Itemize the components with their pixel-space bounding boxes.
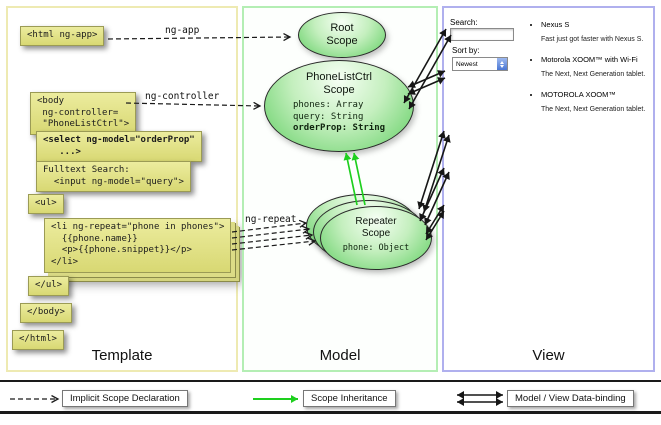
legend-scope-inheritance: Scope Inheritance — [303, 390, 396, 407]
ng-repeat-label: ng-repeat — [245, 214, 297, 225]
template-column-label: Template — [91, 347, 153, 364]
legend-data-binding: Model / View Data-binding — [507, 390, 634, 407]
phonelistctrl-scope-props: phones: Array query: String orderProp: S… — [293, 100, 385, 135]
model-column: Root Scope PhoneListCtrl Scope phones: A… — [242, 6, 438, 372]
search-input[interactable] — [450, 28, 514, 41]
legend-divider-top — [0, 380, 661, 382]
sort-dropdown-value: Newest — [456, 60, 478, 68]
search-label: Search: — [450, 18, 478, 27]
model-column-label: Model — [319, 347, 361, 364]
phone-name: Motorola XOOM™ with Wi-Fi — [541, 55, 638, 64]
scope-orderprop-text: orderProp: String — [292, 123, 386, 134]
phone-snippet: The Next, Next Generation tablet. — [541, 71, 646, 78]
legend-implicit-scope: Implicit Scope Declaration — [62, 390, 188, 407]
view-column-label: View — [532, 347, 565, 364]
code-ul-open: <ul> — [28, 194, 64, 214]
repeater-scope-props: phone: Object — [342, 242, 410, 253]
phone-name: MOTOROLA XOOM™ — [541, 90, 616, 99]
phone-list: Nexus S Fast just got faster with Nexus … — [530, 20, 654, 125]
ng-app-label: ng-app — [165, 25, 200, 36]
code-select-ng-model: <select ng-model="orderProp" ...> — [36, 131, 202, 163]
sort-by-label: Sort by: — [452, 46, 480, 55]
phone-snippet: The Next, Next Generation tablet. — [541, 106, 646, 113]
repeater-scope-title: Repeater Scope — [355, 216, 397, 239]
code-body-controller: <body ng-controller= "PhoneListCtrl"> — [30, 92, 137, 136]
ng-controller-label: ng-controller — [145, 91, 220, 102]
repeater-scope-ellipse: Repeater Scope phone: Object — [320, 206, 432, 270]
code-body-close: </body> — [20, 303, 72, 323]
phone-name: Nexus S — [541, 20, 570, 29]
template-column: <html ng-app> <body ng-controller= "Phon… — [6, 6, 238, 372]
root-scope-ellipse: Root Scope — [298, 12, 386, 58]
code-html-ng-app: <html ng-app> — [20, 26, 105, 46]
code-li-ng-repeat: <li ng-repeat="phone in phones"> {{phone… — [44, 218, 232, 273]
code-fulltext-search: Fulltext Search: <input ng-model="query"… — [36, 161, 191, 193]
phonelistctrl-scope-title: PhoneListCtrl Scope — [305, 71, 373, 96]
code-ul-close: </ul> — [28, 276, 70, 296]
phone-list-item: MOTOROLA XOOM™ The Next, Next Generation… — [541, 90, 654, 113]
bottom-border-line — [0, 411, 661, 414]
code-html-close: </html> — [12, 330, 64, 350]
phonelistctrl-scope-ellipse: PhoneListCtrl Scope phones: Array query:… — [264, 60, 414, 152]
phone-list-item: Nexus S Fast just got faster with Nexus … — [541, 20, 654, 43]
dropdown-arrows-icon — [497, 58, 507, 70]
scope-props-text: phones: Array query: String — [292, 99, 364, 122]
sort-dropdown[interactable]: Newest — [452, 57, 508, 71]
root-scope-title: Root Scope — [326, 22, 358, 47]
phone-list-item: Motorola XOOM™ with Wi-Fi The Next, Next… — [541, 55, 654, 78]
phone-snippet: Fast just got faster with Nexus S. — [541, 36, 644, 43]
view-column: Search: Sort by: Newest Nexus S Fast jus… — [442, 6, 655, 372]
